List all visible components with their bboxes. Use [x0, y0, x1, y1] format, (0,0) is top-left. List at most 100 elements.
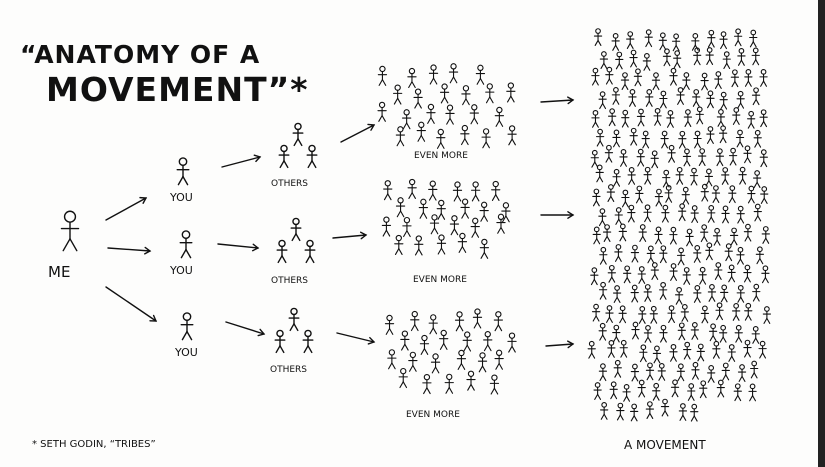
others-figure — [302, 329, 314, 354]
movement-crowd-figure — [652, 345, 662, 364]
movement-crowd-figure — [612, 285, 622, 303]
movement-crowd-figure — [758, 340, 767, 359]
movement-crowd-figure — [704, 168, 714, 187]
movement-crowd-figure — [737, 364, 747, 382]
movement-crowd-figure — [636, 148, 645, 167]
movement-crowd-figure — [650, 262, 659, 280]
movement-crowd-figure — [662, 169, 671, 188]
even-more-figure — [436, 234, 447, 255]
movement-crowd-figure — [657, 363, 666, 381]
movement-crowd-figure — [736, 90, 745, 109]
movement-crowd-figure — [755, 246, 765, 265]
label-you-1: YOU — [169, 191, 193, 204]
movement-crowd-figure — [627, 204, 636, 223]
movement-crowd-figure — [630, 244, 640, 263]
movement-crowd-figure — [715, 148, 725, 167]
movement-crowd-figure — [734, 324, 743, 343]
even-more-figure — [422, 373, 432, 395]
movement-crowd-figure — [611, 86, 621, 105]
arrow-even-more-to-movement-1 — [540, 96, 575, 105]
title-line-2: MOVEMENT”* — [46, 70, 309, 109]
others-figure — [276, 239, 288, 264]
movement-crowd-figure — [727, 264, 736, 283]
label-movement: A MOVEMENT — [624, 438, 706, 452]
movement-crowd-figure — [707, 284, 717, 302]
movement-crowd-figure — [659, 245, 668, 264]
even-more-figure — [449, 215, 460, 236]
even-more-figure — [444, 373, 454, 394]
movement-crowd-figure — [735, 129, 745, 148]
movement-crowd-figure — [700, 305, 710, 324]
movement-crowd-figure — [630, 403, 639, 422]
movement-crowd-figure — [759, 149, 768, 168]
movement-crowd-figure — [612, 129, 621, 148]
movement-crowd-figure — [592, 226, 601, 245]
right-edge-shadow — [818, 0, 825, 467]
movement-crowd-figure — [628, 89, 637, 107]
others-figure — [278, 144, 290, 169]
movement-crowd-figure — [626, 31, 635, 50]
movement-crowd-figure — [682, 148, 692, 167]
movement-crowd-figure — [618, 305, 627, 324]
movement-crowd-figure — [660, 130, 669, 149]
movement-crowd-figure — [653, 107, 662, 126]
movement-crowd-figure — [762, 306, 772, 324]
movement-crowd-figure — [716, 379, 725, 398]
label-others-3: OTHERS — [270, 365, 307, 375]
movement-crowd-figure — [590, 267, 599, 286]
movement-crowd-figure — [629, 49, 638, 68]
movement-crowd-figure — [598, 322, 607, 341]
even-more-figure — [418, 198, 429, 219]
movement-crowd-figure — [721, 205, 730, 224]
movement-crowd-figure — [719, 31, 728, 50]
movement-crowd-figure — [720, 284, 729, 303]
even-more-figure — [496, 213, 506, 234]
arrow-group — [105, 96, 575, 349]
title-line-1: “ANATOMY OF A — [20, 40, 260, 69]
movement-crowd-figure — [750, 360, 759, 379]
movement-crowd-figure — [731, 303, 741, 321]
even-more-figure — [506, 82, 516, 103]
movement-crowd-figure — [719, 91, 728, 110]
movement-crowd-figure — [678, 130, 687, 149]
even-more-figure — [387, 349, 397, 370]
even-more-figure — [377, 101, 387, 122]
movement-crowd-figure — [707, 29, 716, 48]
movement-crowd-figure — [733, 28, 743, 47]
movement-crowd-figure — [669, 263, 678, 281]
movement-crowd-figure — [707, 204, 716, 223]
movement-crowd-figure — [623, 265, 632, 284]
even-more-figure — [493, 311, 504, 332]
movement-crowd-figure — [691, 32, 700, 51]
even-more-figure — [398, 367, 408, 389]
even-more-figure — [407, 178, 417, 200]
movement-crowd-figure — [591, 303, 601, 322]
others-figure — [288, 307, 300, 332]
movement-crowd-figure — [751, 47, 760, 66]
label-me: ME — [48, 263, 70, 281]
even-more-figure — [429, 214, 440, 235]
movement-crowd-figure — [652, 382, 661, 401]
others-figure — [304, 239, 316, 264]
even-more-figure — [470, 217, 480, 238]
even-more-figure — [477, 352, 488, 373]
movement-crowd-figure — [690, 205, 699, 223]
even-more-figure — [460, 124, 470, 146]
movement-crowd-figure — [689, 167, 699, 186]
movement-crowd-figure — [743, 264, 752, 283]
movement-crowd-figure — [614, 207, 623, 225]
movement-crowd-figure — [602, 224, 612, 243]
movement-crowd-figure — [747, 185, 756, 204]
movement-crowd-figure — [591, 67, 600, 86]
even-more-figure — [479, 201, 489, 222]
movement-crowd-figure — [732, 107, 741, 125]
movement-crowd-figure — [651, 72, 661, 91]
even-more-figure — [436, 128, 446, 149]
me-figure — [60, 210, 80, 252]
movement-crowd-figure — [683, 109, 693, 127]
movement-crowd-figure — [728, 185, 737, 204]
movement-crowd-figure — [693, 130, 702, 149]
even-more-figure — [414, 235, 424, 256]
movement-crowd-figure — [658, 281, 668, 300]
movement-crowd-figure — [751, 325, 760, 344]
